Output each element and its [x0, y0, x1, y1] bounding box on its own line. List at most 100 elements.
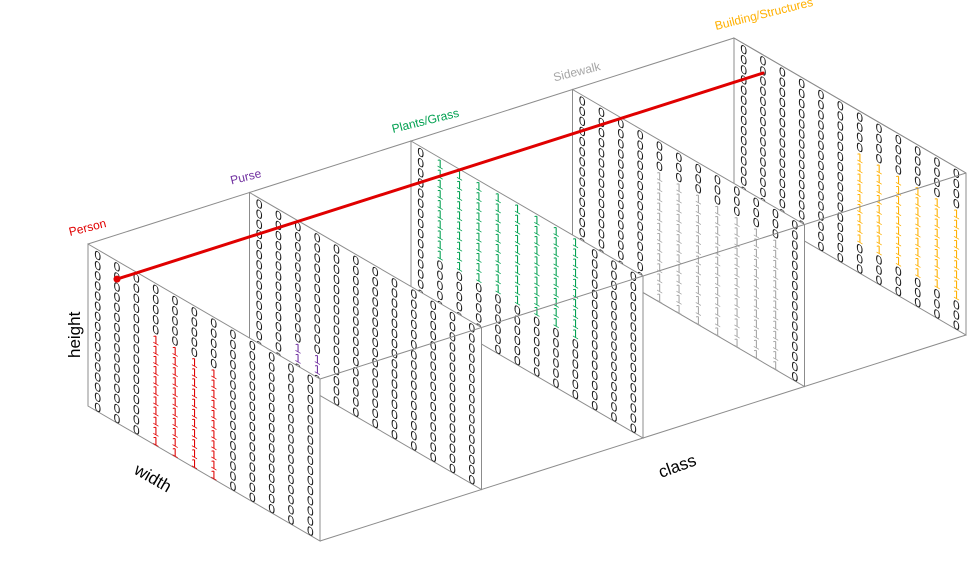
cell-zero: 0 [856, 240, 863, 258]
cell-zero: 0 [598, 164, 605, 182]
cell-zero: 0 [818, 227, 825, 245]
cell-zero: 0 [475, 309, 482, 327]
cell-one: 1 [172, 403, 179, 421]
cell-zero: 0 [249, 438, 256, 456]
cell-one: 1 [437, 205, 444, 223]
cell-one: 1 [456, 257, 463, 275]
cell-zero: 0 [611, 317, 618, 335]
cell-one: 1 [695, 261, 702, 279]
cell-zero: 0 [288, 400, 295, 418]
cell-one: 1 [572, 305, 579, 323]
cell-zero: 0 [288, 470, 295, 488]
tensor-box-front-edges [319, 37, 967, 542]
cell-zero: 0 [230, 457, 237, 475]
cell-one: 1 [514, 220, 521, 238]
cell-zero: 0 [953, 175, 960, 193]
cell-one: 1 [714, 201, 721, 219]
cell-zero: 0 [579, 102, 586, 120]
cell-zero: 0 [333, 372, 340, 390]
cell-zero: 0 [430, 307, 437, 325]
cell-one: 1 [210, 456, 217, 474]
cell-zero: 0 [934, 153, 941, 171]
width-axis-label: width [130, 460, 175, 497]
cell-zero: 0 [352, 322, 359, 340]
cell-one: 1 [675, 229, 682, 247]
cell-one: 1 [914, 263, 921, 281]
cell-zero: 0 [191, 343, 198, 361]
cell-one: 1 [772, 326, 779, 344]
cell-zero: 0 [114, 298, 121, 316]
cell-zero: 0 [430, 317, 437, 335]
cell-zero: 0 [637, 136, 644, 154]
cell-one: 1 [733, 294, 740, 312]
cell-zero: 0 [468, 471, 475, 489]
cell-zero: 0 [172, 292, 179, 310]
cell-zero: 0 [791, 297, 798, 315]
cell-zero: 0 [760, 153, 767, 171]
cell-zero: 0 [740, 101, 747, 119]
cell-one: 1 [714, 272, 721, 290]
cell-zero: 0 [856, 250, 863, 268]
cell-zero: 0 [114, 339, 121, 357]
cell-zero: 0 [495, 341, 502, 359]
cell-zero: 0 [630, 419, 637, 437]
cell-zero: 0 [410, 427, 417, 445]
cell-zero: 0 [630, 338, 637, 356]
cell-zero: 0 [760, 133, 767, 151]
cell-zero: 0 [256, 296, 263, 314]
cell-zero: 0 [372, 374, 379, 392]
cell-one: 1 [456, 217, 463, 235]
cell-zero: 0 [818, 197, 825, 215]
cell-zero: 0 [591, 356, 598, 374]
cell-zero: 0 [314, 269, 321, 287]
cell-zero: 0 [391, 304, 398, 322]
cell-zero: 0 [114, 390, 121, 408]
cell-zero: 0 [449, 318, 456, 336]
cell-zero: 0 [598, 184, 605, 202]
cell-one: 1 [856, 159, 863, 177]
cell-zero: 0 [314, 229, 321, 247]
cell-zero: 0 [791, 327, 798, 345]
cell-one: 1 [456, 227, 463, 245]
cell-zero: 0 [430, 428, 437, 446]
cell-one: 1 [191, 364, 198, 382]
cell-zero: 0 [617, 196, 624, 214]
cell-zero: 0 [172, 322, 179, 340]
cell-zero: 0 [791, 246, 798, 264]
cell-one: 1 [152, 402, 159, 420]
cell-zero: 0 [114, 319, 121, 337]
cell-one: 1 [772, 336, 779, 354]
cell-one: 1 [437, 216, 444, 234]
cell-one: 1 [572, 244, 579, 262]
cell-zero: 0 [617, 216, 624, 234]
cell-one: 1 [656, 218, 663, 236]
cell-zero: 0 [533, 343, 540, 361]
cell-one: 1 [934, 224, 941, 242]
cell-one: 1 [495, 239, 502, 257]
cell-zero: 0 [837, 137, 844, 155]
cell-zero: 0 [695, 160, 702, 178]
cell-zero: 0 [818, 207, 825, 225]
cell-zero: 0 [288, 430, 295, 448]
cell-zero: 0 [468, 420, 475, 438]
cell-one: 1 [656, 208, 663, 226]
cell-zero: 0 [876, 261, 883, 279]
cell-zero: 0 [268, 378, 275, 396]
cell-zero: 0 [333, 291, 340, 309]
cell-zero: 0 [753, 193, 760, 211]
cell-zero: 0 [94, 348, 101, 366]
cell-one: 1 [456, 207, 463, 225]
cell-zero: 0 [256, 215, 263, 233]
box-top-front-edge [319, 172, 967, 380]
cell-zero: 0 [333, 331, 340, 349]
cell-zero: 0 [307, 482, 314, 500]
cell-zero: 0 [468, 339, 475, 357]
cell-zero: 0 [333, 301, 340, 319]
cell-zero: 0 [268, 439, 275, 457]
cell-zero: 0 [391, 335, 398, 353]
cell-zero: 0 [288, 511, 295, 529]
cell-one: 1 [437, 236, 444, 254]
cell-one: 1 [876, 221, 883, 239]
cell-zero: 0 [352, 312, 359, 330]
cell-zero: 0 [417, 225, 424, 243]
